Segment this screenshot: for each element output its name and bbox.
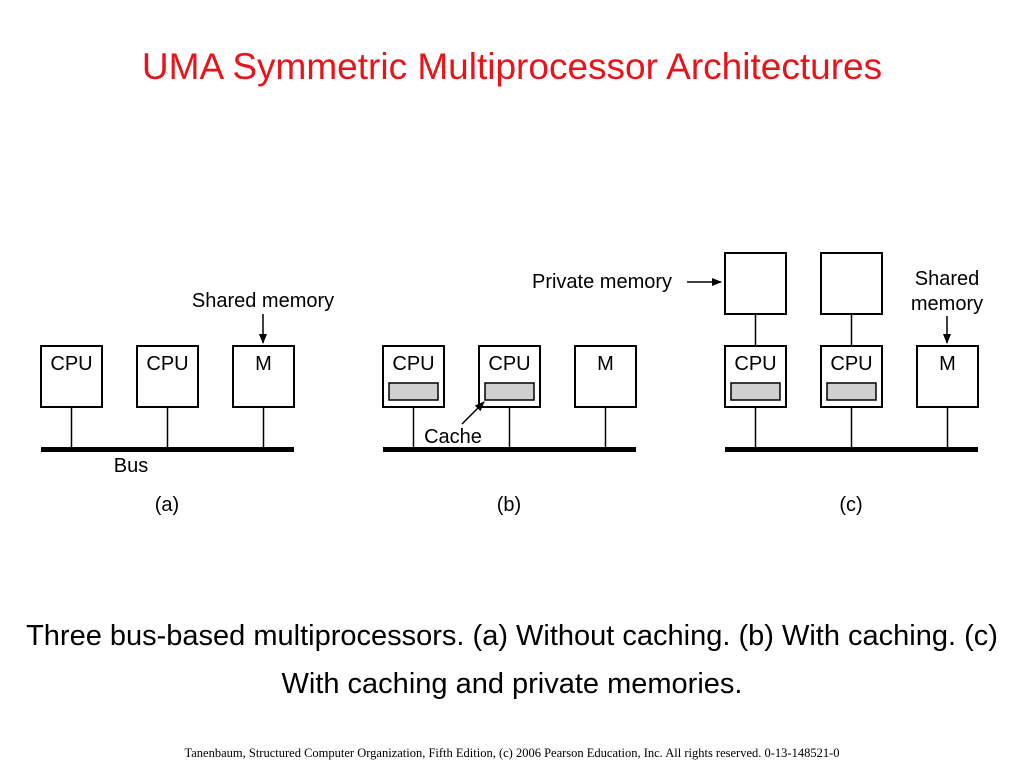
memory-label: M <box>255 353 272 375</box>
slide-footer: Tanenbaum, Structured Computer Organizat… <box>184 746 840 760</box>
bus-label: Bus <box>114 455 148 477</box>
cpu-label: CPU <box>50 353 92 375</box>
cache-box <box>826 382 877 401</box>
cpu-label: CPU <box>392 353 434 375</box>
memory-label: M <box>939 353 956 375</box>
cache-box <box>484 382 535 401</box>
shared-memory-label: Shared memory <box>192 290 334 312</box>
memory-box <box>916 345 979 408</box>
private-memory-box <box>724 252 787 315</box>
private-memory-box <box>820 252 883 315</box>
shared-memory-label: Shared <box>915 268 980 290</box>
panel-c: Private memory CPU CPU M Shared memory (… <box>532 252 983 516</box>
panel-a: CPU CPU M Shared memory Bus (a) <box>40 290 334 516</box>
bus-line <box>725 447 978 452</box>
shared-memory-label: memory <box>911 293 983 315</box>
cpu-box <box>40 345 103 408</box>
bus-line <box>41 447 294 452</box>
panel-label: (b) <box>497 494 521 516</box>
bus-line <box>383 447 636 452</box>
cache-arrow <box>461 401 485 425</box>
cpu-box <box>136 345 199 408</box>
panel-label: (a) <box>155 494 179 516</box>
panel-b: CPU CPU M Cache (b) <box>382 345 637 516</box>
cpu-label: CPU <box>146 353 188 375</box>
private-memory-label: Private memory <box>532 271 672 293</box>
memory-box <box>232 345 295 408</box>
cache-label: Cache <box>424 426 482 448</box>
cache-box <box>730 382 781 401</box>
memory-box <box>574 345 637 408</box>
cache-box <box>388 382 439 401</box>
cpu-label: CPU <box>488 353 530 375</box>
memory-label: M <box>597 353 614 375</box>
panel-label: (c) <box>839 494 862 516</box>
slide-title: UMA Symmetric Multiprocessor Architectur… <box>141 46 883 87</box>
cpu-label: CPU <box>830 353 872 375</box>
cpu-label: CPU <box>734 353 776 375</box>
slide-caption: Three bus-based multiprocessors. (a) Wit… <box>26 620 998 700</box>
